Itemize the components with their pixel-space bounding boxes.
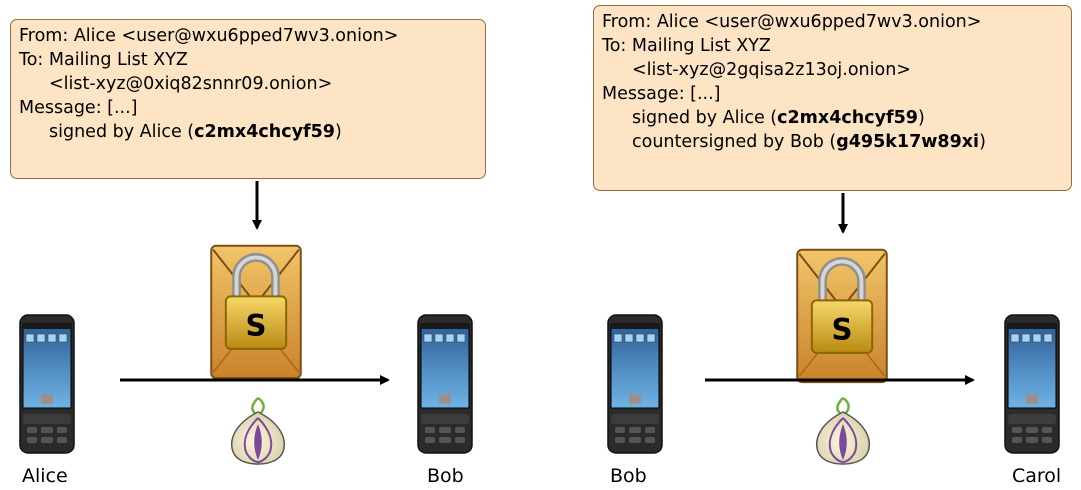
signature-key: c2mx4chcyf59 [194,122,335,142]
right-message-box: From: Alice <user@wxu6pped7wv3.onion> To… [593,5,1072,191]
signature-key: c2mx4chcyf59 [777,108,918,128]
smartphone-icon [1004,314,1060,454]
to-line: To: Mailing List XYZ [19,50,188,70]
tor-onion-icon [230,396,286,466]
receiver-label-bob: Bob [427,465,464,487]
tor-onion-icon [815,396,871,466]
left-message-box: From: Alice <user@wxu6pped7wv3.onion> To… [10,19,486,179]
signed-envelope-icon [211,246,301,378]
message-line: Message: [...] [19,98,138,118]
sender-label-bob: Bob [610,465,647,487]
sender-label-alice: Alice [22,465,68,487]
signature-line: signed by Alice (c2mx4chcyf59) [49,122,342,142]
countersignature-line: countersigned by Bob (g495k17w89xi) [632,132,986,152]
smartphone-icon [19,314,75,454]
from-line: From: Alice <user@wxu6pped7wv3.onion> [19,26,399,46]
countersignature-key: g495k17w89xi [836,132,980,152]
message-line: Message: [...] [602,84,721,104]
signed-envelope-icon [797,250,887,382]
signature-line: signed by Alice (c2mx4chcyf59) [632,108,925,128]
from-line: From: Alice <user@wxu6pped7wv3.onion> [602,12,982,32]
to-address: <list-xyz@2gqisa2z13oj.onion> [632,60,911,80]
smartphone-icon [607,314,663,454]
receiver-label-carol: Carol [1012,465,1062,487]
to-address: <list-xyz@0xiq82snnr09.onion> [49,74,333,94]
to-line: To: Mailing List XYZ [602,36,771,56]
smartphone-icon [417,314,473,454]
